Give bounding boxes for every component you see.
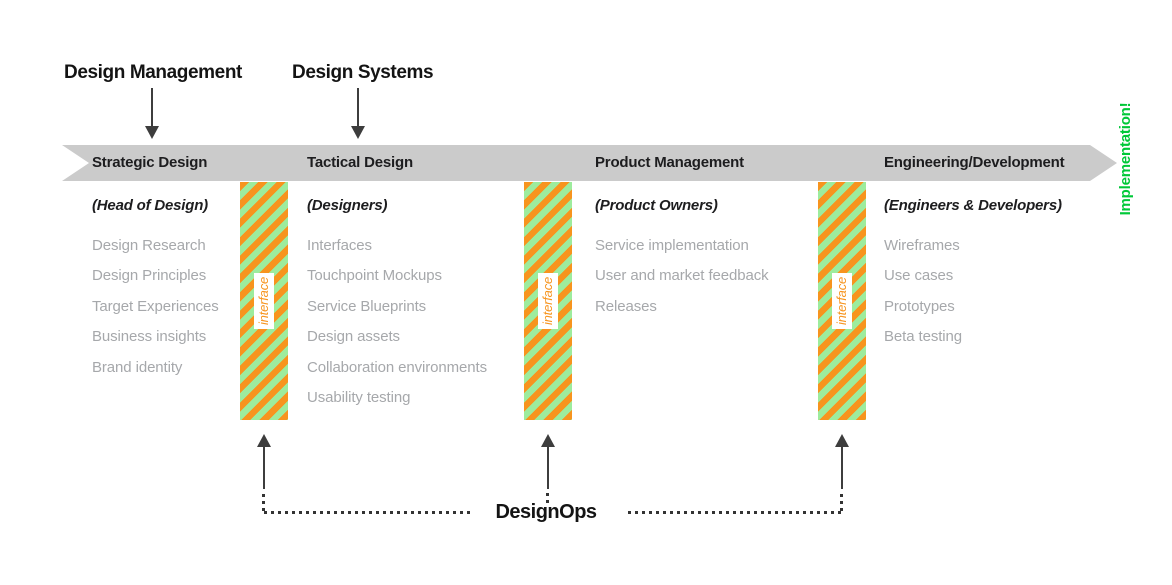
section-title-strategic-design: Strategic Design <box>92 154 208 171</box>
column-subtitle: (Product Owners) <box>595 197 718 214</box>
list-item: Collaboration environments <box>307 358 488 376</box>
dotted-connector-horizontal <box>628 511 842 514</box>
list-item: Design Principles <box>92 267 207 285</box>
list-item: User and market feedback <box>595 267 769 285</box>
list-item: Beta testing <box>884 328 963 346</box>
designops-label: DesignOps <box>495 501 597 523</box>
arrow-head <box>541 434 555 447</box>
column-subtitle: (Designers) <box>307 197 388 214</box>
list-item: Target Experiences <box>92 297 219 315</box>
implementation-label: Implementation! <box>1117 102 1134 216</box>
interface-bar-label: interface <box>538 273 558 329</box>
list-item: Releases <box>595 297 657 315</box>
list-item: Brand identity <box>92 358 183 376</box>
arrow-shaft <box>263 447 265 489</box>
list-item: Touchpoint Mockups <box>307 267 442 285</box>
list-item: Service implementation <box>595 237 749 254</box>
list-item: Use cases <box>884 267 954 285</box>
dotted-connector-vertical <box>262 494 265 513</box>
list-item: Design Research <box>92 237 206 254</box>
interface-bar: interface <box>240 182 288 420</box>
process-arrow-bar <box>62 145 1117 181</box>
label-design-systems: Design Systems <box>292 62 434 83</box>
list-item: Business insights <box>92 328 207 346</box>
interface-bar-label: interface <box>254 273 274 329</box>
arrow-head <box>351 126 365 139</box>
dotted-connector-horizontal <box>264 511 472 514</box>
arrow-shaft <box>841 447 843 489</box>
up-arrow-icon <box>540 434 556 489</box>
label-design-management: Design Management <box>64 62 242 83</box>
interface-bar: interface <box>818 182 866 420</box>
section-title-engineering-development: Engineering/Development <box>884 154 1065 171</box>
arrow-head <box>257 434 271 447</box>
column-subtitle: (Engineers & Developers) <box>884 197 1062 214</box>
list-item: Prototypes <box>884 297 955 315</box>
list-item: Interfaces <box>307 237 372 254</box>
section-title-product-management: Product Management <box>595 154 744 171</box>
list-item: Usability testing <box>307 389 411 407</box>
interface-bar-label: interface <box>832 273 852 329</box>
list-item: Wireframes <box>884 237 960 254</box>
dotted-connector-vertical <box>546 493 549 504</box>
arrow-shaft <box>151 88 153 126</box>
list-item: Service Blueprints <box>307 297 427 315</box>
list-item: Design assets <box>307 328 400 346</box>
up-arrow-icon <box>834 434 850 489</box>
section-title-tactical-design: Tactical Design <box>307 154 413 171</box>
arrow-shaft <box>357 88 359 126</box>
arrow-shaft <box>547 447 549 489</box>
arrow-head <box>835 434 849 447</box>
interface-bar: interface <box>524 182 572 420</box>
down-arrow-icon <box>144 88 160 139</box>
arrow-head <box>145 126 159 139</box>
dotted-connector-vertical <box>840 494 843 513</box>
up-arrow-icon <box>256 434 272 489</box>
down-arrow-icon <box>350 88 366 139</box>
column-subtitle: (Head of Design) <box>92 197 208 214</box>
